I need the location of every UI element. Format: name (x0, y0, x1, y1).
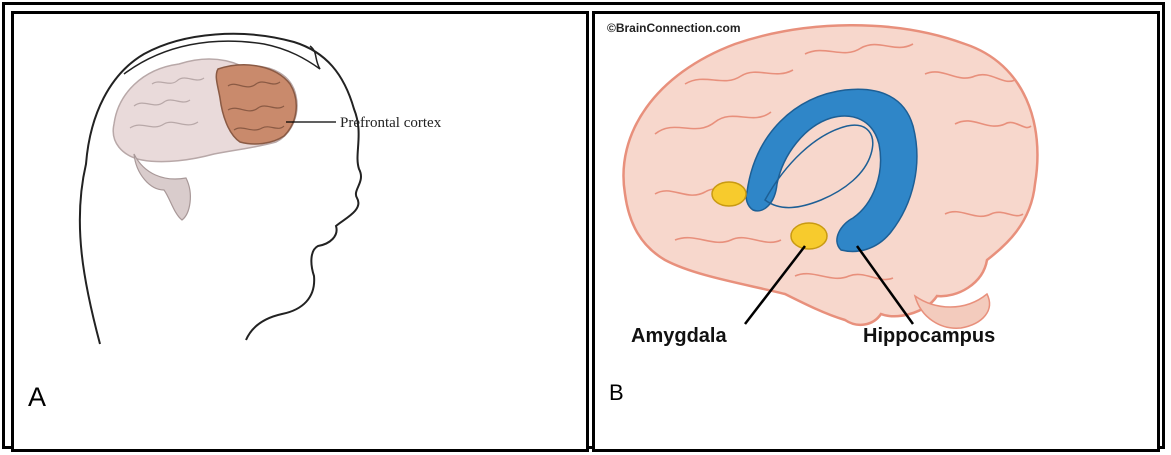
panel-a: Prefrontal cortex A (11, 11, 589, 452)
amygdala-label: Amygdala (631, 325, 727, 347)
head-illustration: Prefrontal cortex (14, 14, 586, 449)
hippocampus-label: Hippocampus (863, 325, 995, 347)
cerebellum-shape (134, 154, 190, 220)
amygdala-small (712, 182, 746, 206)
prefrontal-label: Prefrontal cortex (340, 115, 442, 131)
copyright-text: ©BrainConnection.com (607, 21, 741, 35)
panel-b: ©BrainConnection.com Amygdala Hippocampu… (592, 11, 1160, 452)
brain-outline (623, 25, 1037, 325)
amygdala-shape (791, 223, 827, 249)
brain-illustration: ©BrainConnection.com Amygdala Hippocampu… (595, 14, 1157, 449)
panel-letter-b: B (609, 380, 624, 406)
panel-letter-a: A (28, 382, 46, 413)
